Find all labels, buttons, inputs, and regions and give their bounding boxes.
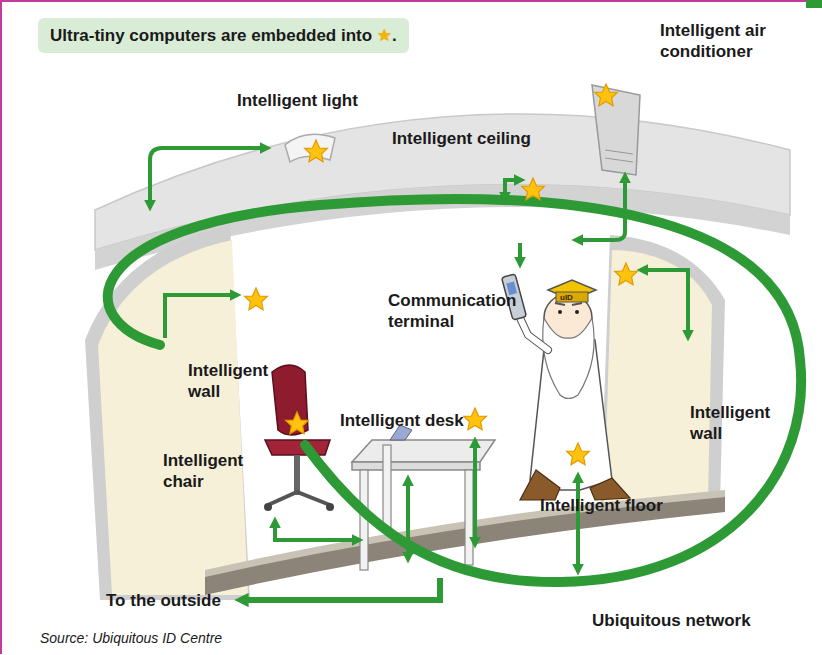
- object-label: Intelligent ceiling: [392, 128, 531, 149]
- object-label: Intelligent wall: [188, 360, 278, 402]
- corner-mark: [806, 0, 822, 8]
- object-label: Intelligent desk: [340, 410, 464, 431]
- object-label: Ubiquitous network: [592, 610, 751, 631]
- object-label: Intelligent light: [237, 90, 358, 111]
- object-label: Intelligent air conditioner: [660, 20, 810, 62]
- right-wall: [604, 250, 712, 512]
- network-arrows: [150, 148, 688, 600]
- chair: [264, 365, 334, 511]
- professor-figure: [502, 274, 630, 500]
- hat-mark: uID: [560, 293, 573, 303]
- right-wall-rim: [600, 235, 725, 520]
- light-fixture: [285, 134, 335, 162]
- object-label: To the outside: [106, 590, 221, 611]
- object-label: Intelligent wall: [690, 402, 782, 444]
- title-box: Ultra-tiny computers are embedded into ★…: [38, 18, 409, 53]
- embedded-computer-stars: [245, 84, 638, 465]
- object-label: Intelligent floor: [540, 495, 663, 516]
- object-label: Intelligent chair: [163, 450, 253, 492]
- object-label: Communication terminal: [388, 290, 513, 332]
- air-conditioner: [592, 85, 640, 175]
- source-caption: Source: Ubiquitous ID Centre: [40, 630, 222, 646]
- left-wall: [98, 240, 248, 595]
- network-loop: [108, 199, 801, 582]
